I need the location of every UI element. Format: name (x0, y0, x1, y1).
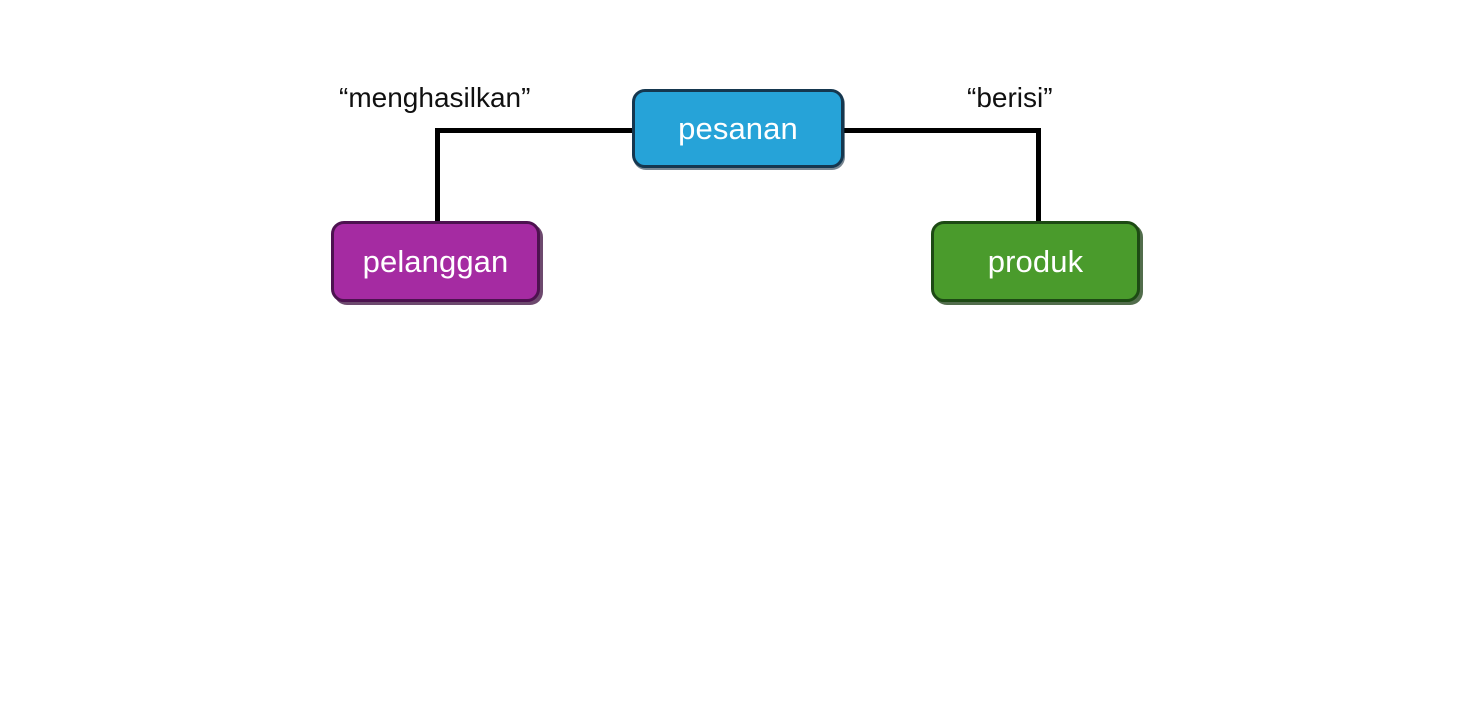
node-pelanggan[interactable]: pelanggan (331, 221, 540, 302)
node-pesanan[interactable]: pesanan (632, 89, 844, 168)
edge-label-menghasilkan: “menghasilkan” (339, 82, 531, 113)
edge-label-berisi: “berisi” (967, 82, 1053, 113)
node-produk[interactable]: produk (931, 221, 1140, 302)
connector-pesanan-produk (843, 128, 1041, 224)
node-produk-label: produk (987, 244, 1084, 279)
node-pelanggan-label: pelanggan (362, 244, 509, 279)
node-pesanan-label: pesanan (678, 111, 798, 146)
connector-pelanggan-pesanan (435, 128, 633, 224)
